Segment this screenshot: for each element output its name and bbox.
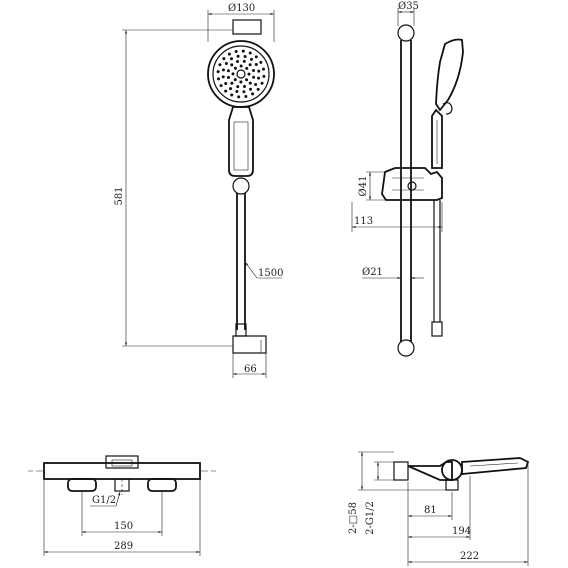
dim-inlet-thread-side: 2-G1/2 [365, 501, 376, 535]
shower-front-view: Ø130 581 1500 66 [114, 3, 283, 378]
mixer-left-foot [67, 478, 97, 492]
shower-side-view: Ø35 Ø41 113 Ø21 [351, 1, 464, 357]
nozzle-hole [254, 82, 258, 86]
hand-shower-side [435, 38, 464, 112]
nozzle-hole [245, 66, 249, 70]
mixer-top-knob [105, 455, 139, 469]
mixer-right-foot [147, 478, 177, 492]
nozzle-hole [230, 57, 233, 61]
nozzle-hole [252, 75, 256, 79]
head-center [236, 69, 246, 79]
nozzle-hole [242, 59, 246, 63]
dim-head-diameter: Ø130 [228, 3, 255, 14]
dim-total-height: 581 [114, 186, 125, 205]
nozzle-hole [230, 93, 234, 97]
rail-top-cap [397, 24, 415, 42]
nozzle-hole [245, 78, 249, 82]
nozzle-hole [239, 80, 243, 84]
nozzle-hole [235, 90, 239, 94]
dim-rail-diameter: Ø21 [362, 267, 383, 278]
dim-depth-222: 222 [460, 551, 479, 562]
nozzle-hole [247, 72, 251, 76]
nozzle-hole [234, 50, 238, 54]
nozzle-hole [221, 75, 225, 79]
nozzle-hole [218, 63, 222, 67]
nozzle-hole [224, 62, 228, 66]
nozzle-hole [237, 95, 241, 99]
nozzle-hole [243, 54, 247, 58]
nozzle-hole [227, 52, 231, 56]
mixer-side-outlet [445, 479, 459, 491]
dim-bracket-width: 66 [244, 364, 257, 375]
nozzle-hole [221, 68, 225, 72]
nozzle-hole [261, 67, 265, 71]
nozzle-hole [224, 82, 228, 85]
nozzle-hole [248, 81, 252, 85]
mixer-body [43, 462, 201, 480]
slider-knob [232, 177, 250, 195]
hose-connector [431, 321, 443, 337]
nozzle-hole [229, 87, 233, 91]
nozzle-hole [219, 84, 223, 88]
nozzle-hole [259, 60, 263, 64]
rail-bottom-cap [397, 339, 415, 357]
nozzle-hole [257, 69, 261, 73]
hand-shower-handle [431, 108, 443, 169]
shower-head-inner [212, 45, 270, 103]
dim-centers: 150 [114, 521, 133, 532]
top-bracket [232, 19, 262, 35]
dim-hose-length: 1500 [258, 268, 283, 279]
dim-projection: 113 [354, 216, 373, 227]
nozzle-hole [256, 87, 260, 91]
nozzle-hole [249, 87, 252, 91]
nozzle-hole [262, 74, 266, 78]
nozzle-hole [251, 92, 255, 96]
dim-total-width: 289 [114, 541, 133, 552]
nozzle-hole [233, 78, 237, 82]
nozzle-hole [230, 81, 234, 85]
nozzle-hole [230, 63, 234, 67]
nozzle-hole [260, 81, 264, 85]
dim-bottom-inlet-thread: G1/2 [92, 495, 116, 506]
handle [228, 106, 254, 177]
nozzle-hole [236, 54, 240, 58]
nozzle-hole [222, 57, 226, 61]
nozzle-hole [242, 85, 246, 89]
nozzle-hole [217, 77, 221, 81]
nozzle-hole [239, 64, 243, 68]
nozzle-hole [254, 55, 258, 59]
nozzle-hole [226, 75, 230, 79]
nozzle-hole [252, 69, 256, 73]
mixer-side-view: 2-□58 2-G1/2 81 194 222 [348, 451, 530, 566]
dim-slider-diameter: Ø41 [358, 176, 369, 197]
nozzle-hole [249, 57, 253, 61]
dim-depth-81: 81 [424, 505, 437, 516]
nozzle-hole [257, 76, 261, 80]
nozzle-hole [236, 85, 240, 89]
nozzle-hole [224, 89, 228, 93]
dim-depth-194: 194 [452, 526, 471, 537]
nozzle-hole [233, 66, 237, 70]
nozzle-hole [248, 63, 252, 67]
nozzle-hole [242, 90, 246, 94]
dim-rail-top-diameter: Ø35 [398, 1, 419, 12]
nozzle-hole [236, 59, 240, 63]
nozzle-hole [231, 72, 235, 76]
nozzle-hole [241, 49, 245, 53]
nozzle-hole [254, 63, 258, 66]
connector-body [407, 461, 453, 481]
dim-spout-height: 2-□58 [348, 502, 359, 534]
spout [461, 457, 530, 475]
nozzle-hole [248, 51, 252, 55]
nozzle-hole [216, 70, 220, 74]
handle-grip [233, 121, 249, 171]
mixer-front-view: G1/2 150 289 [28, 455, 216, 556]
nozzle-pattern [216, 49, 266, 99]
nozzle-hole [244, 94, 248, 98]
slider-block [381, 167, 443, 201]
nozzle-hole [226, 69, 230, 73]
wall-inlet [393, 461, 409, 481]
bottom-bracket [232, 335, 267, 354]
